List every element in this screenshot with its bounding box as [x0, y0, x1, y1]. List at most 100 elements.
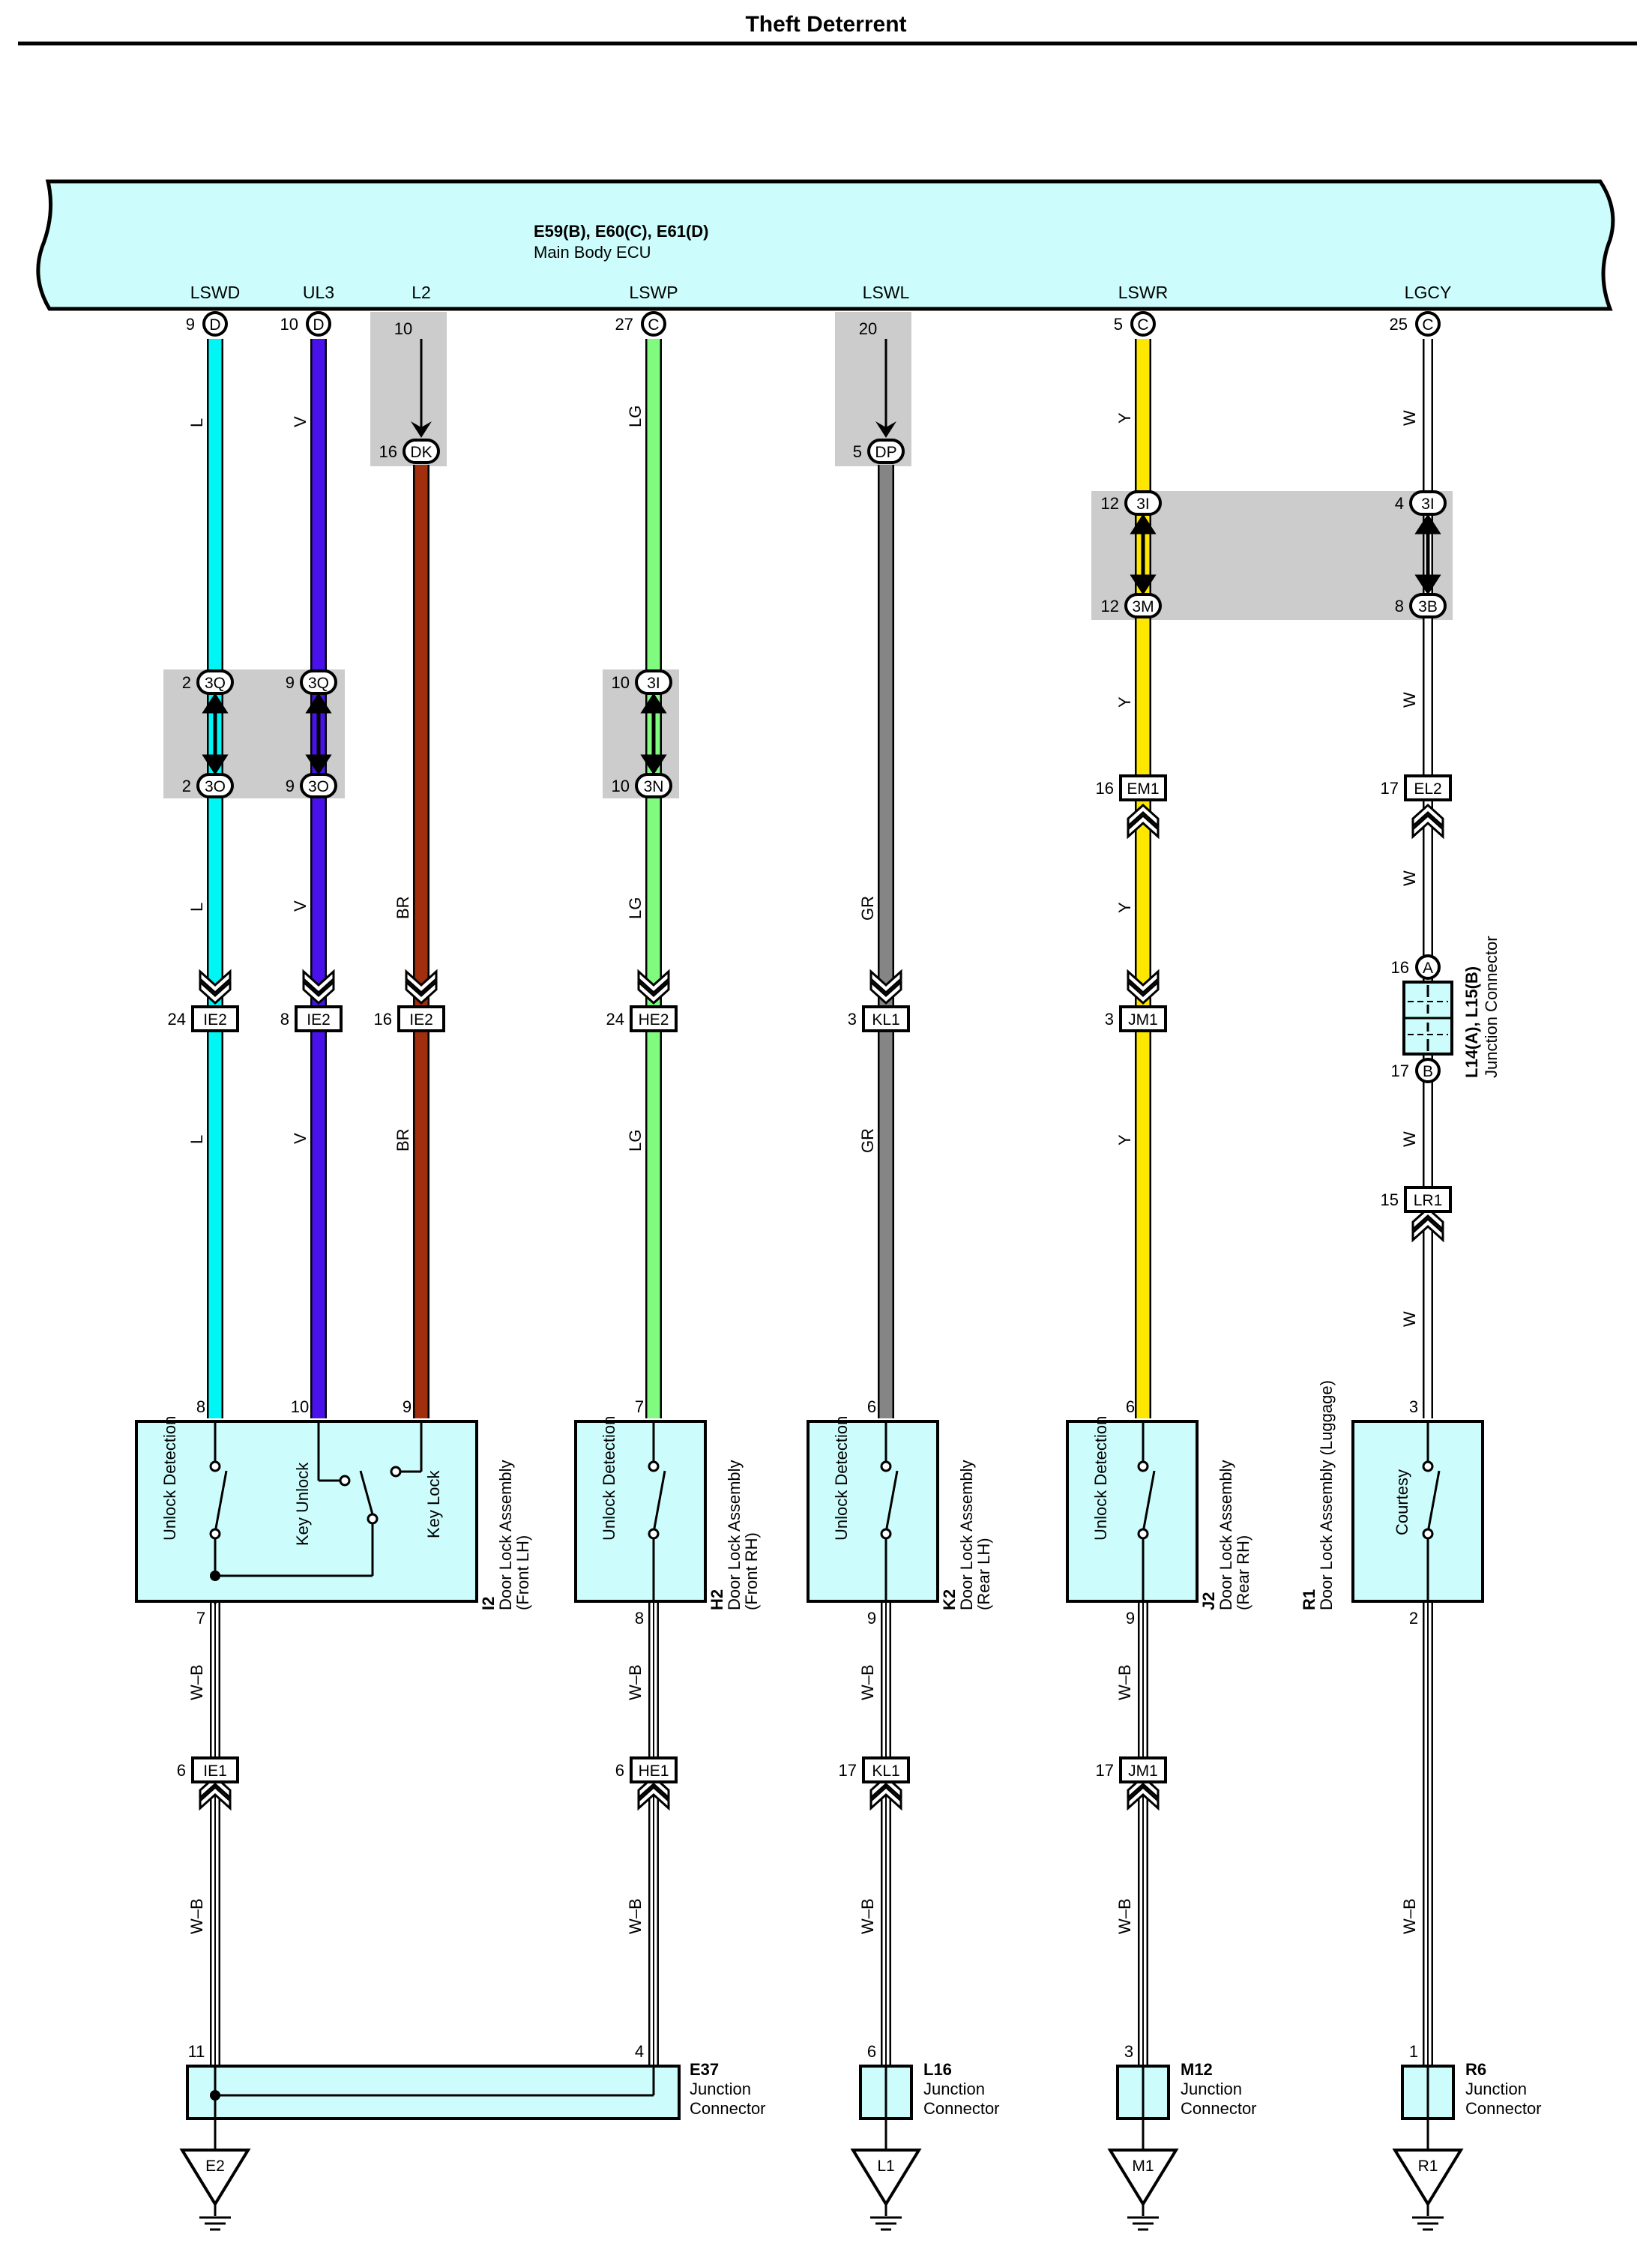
svg-text:LG: LG: [626, 406, 645, 427]
junction-m12: [1116, 2065, 1170, 2152]
rect-pin: 16: [1096, 779, 1114, 798]
svg-text:W–B: W–B: [1115, 1898, 1134, 1934]
rect-code: IE2: [203, 1011, 227, 1029]
rect-pin: 3: [848, 1010, 857, 1029]
component-id: K2: [940, 1589, 959, 1610]
oval-pin: 5: [853, 442, 862, 461]
oval-code: 3I: [1421, 496, 1435, 513]
ground-label: M1: [1132, 2158, 1154, 2175]
component-r1: [1351, 1420, 1484, 1603]
svg-text:Y: Y: [1115, 696, 1134, 708]
junction-name: Connector: [1181, 2099, 1257, 2118]
oval-code: 3N: [644, 778, 664, 795]
component-pin: 6: [1126, 1397, 1135, 1416]
signal-label: LGCY: [1405, 283, 1452, 302]
rect-code: HE1: [639, 1762, 669, 1780]
oval-code: DK: [410, 444, 432, 461]
oval-pin: 10: [612, 673, 630, 692]
rect-code: IE2: [409, 1011, 433, 1029]
svg-text:L: L: [187, 418, 206, 427]
junction-e37: [186, 2065, 681, 2152]
junction-pin: 11: [188, 2042, 205, 2061]
ecu-pin-conn: C: [1137, 316, 1148, 334]
component-sub: (Rear LH): [974, 1538, 993, 1610]
junction-pin: 1: [1409, 2042, 1418, 2061]
ecu-pin-conn: C: [1422, 316, 1433, 334]
switch-label: Unlock Detection: [1091, 1416, 1110, 1541]
rect-pin: 17: [1381, 779, 1399, 798]
wb-wires-inner: [211, 1597, 1432, 2075]
junction-id: R6: [1465, 2060, 1486, 2079]
component-sub: (Rear RH): [1234, 1535, 1252, 1610]
signal-label: UL3: [303, 283, 334, 302]
switch-label: Unlock Detection: [600, 1416, 618, 1541]
switch-label: Unlock Detection: [832, 1416, 851, 1541]
svg-text:GR: GR: [858, 896, 877, 921]
component-pin: 10: [291, 1397, 309, 1416]
switch-label: Courtesy: [1393, 1469, 1411, 1535]
rect-pin: 17: [839, 1761, 857, 1780]
component-pin-out: 8: [635, 1609, 644, 1628]
oval-pin: 12: [1101, 597, 1119, 615]
svg-text:GR: GR: [858, 1128, 877, 1153]
junction-l14-pin-b: 17: [1391, 1062, 1409, 1080]
svg-text:Y: Y: [1115, 412, 1134, 424]
svg-text:W–B: W–B: [858, 1664, 877, 1700]
wb-wires-core: [214, 1597, 1429, 2075]
rect-code: KL1: [872, 1011, 899, 1029]
rect-pin: 6: [177, 1761, 186, 1780]
svg-text:W: W: [1400, 410, 1419, 426]
ecu-name: Main Body ECU: [534, 243, 651, 262]
oval-pin: 9: [286, 777, 295, 795]
ground-label: L1: [877, 2158, 894, 2175]
rect-code: IE1: [203, 1762, 227, 1780]
svg-text:W–B: W–B: [187, 1898, 206, 1934]
ecu-pin-number: 27: [615, 315, 633, 334]
component-j2: [1066, 1420, 1199, 1603]
rect-pin: 24: [606, 1010, 624, 1029]
svg-text:BR: BR: [394, 1128, 412, 1151]
junction-name: Junction: [1465, 2080, 1527, 2098]
junction-name: Connector: [690, 2099, 766, 2118]
rect-code: JM1: [1128, 1762, 1158, 1780]
ground-icon: [850, 2149, 922, 2231]
junction-id: M12: [1181, 2060, 1213, 2079]
component-id: I2: [479, 1597, 498, 1610]
signal-label: LSWP: [629, 283, 678, 302]
junction-l14-name: Junction Connector: [1482, 936, 1501, 1078]
junction-l14-conn-b: B: [1423, 1063, 1433, 1080]
component-h2: [574, 1420, 707, 1603]
junction-l14-id: L14(A), L15(B): [1462, 966, 1481, 1078]
double-arrows: [202, 514, 1441, 775]
junction-name: Junction: [1181, 2080, 1242, 2098]
component-pin: 9: [403, 1397, 412, 1416]
rect-pin: 17: [1096, 1761, 1114, 1780]
svg-text:V: V: [291, 416, 310, 427]
signal-label: L2: [412, 283, 431, 302]
component-pin-out: 9: [1126, 1609, 1135, 1628]
svg-text:W–B: W–B: [1115, 1664, 1134, 1700]
component-sub: (Front LH): [513, 1535, 532, 1610]
svg-text:L: L: [187, 903, 206, 912]
switch-label: Unlock Detection: [160, 1416, 179, 1541]
oval-pin: 2: [182, 777, 191, 795]
oval-pin: 8: [1395, 597, 1404, 615]
svg-text:W–B: W–B: [187, 1664, 206, 1700]
component-id: H2: [708, 1589, 726, 1610]
ecu-pin-conn: D: [313, 316, 324, 334]
oval-code: 3M: [1132, 598, 1154, 615]
rect-pin: 8: [280, 1010, 289, 1029]
svg-text:V: V: [291, 900, 310, 912]
component-sub: (Front RH): [742, 1532, 761, 1610]
ecu-id: E59(B), E60(C), E61(D): [534, 222, 709, 241]
rect-pin: 24: [168, 1010, 186, 1029]
svg-text:LG: LG: [626, 897, 645, 919]
svg-text:BR: BR: [394, 896, 412, 919]
ecu-pin-conn: D: [209, 316, 220, 334]
ground-label: R1: [1418, 2158, 1438, 2175]
ground-label: E2: [205, 2158, 225, 2175]
junction-l14-pin-a: 16: [1391, 958, 1409, 977]
component-name: Door Lock Assembly: [725, 1460, 744, 1610]
junction-name: Junction: [923, 2080, 985, 2098]
